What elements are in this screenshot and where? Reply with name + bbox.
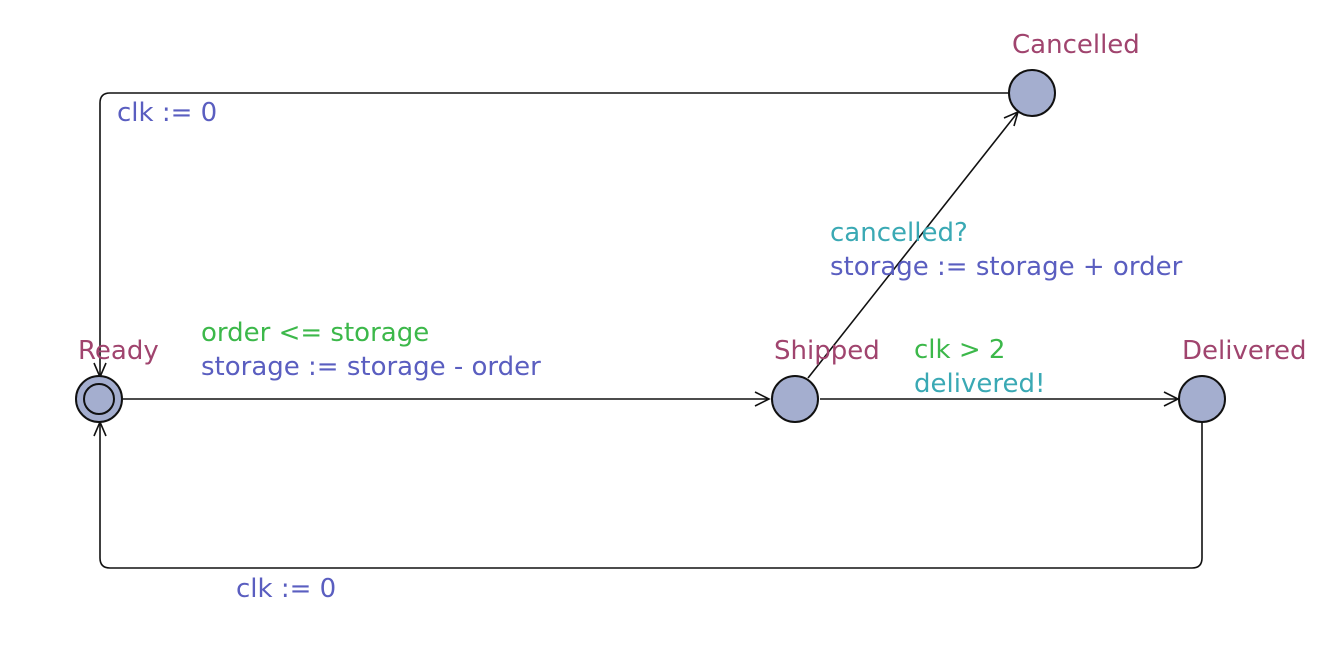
update-label-delivered-ready: clk := 0 <box>236 574 336 604</box>
location-ready[interactable] <box>75 375 123 423</box>
location-cancelled[interactable] <box>1008 69 1056 117</box>
sync-label-shipped-delivered: delivered! <box>914 369 1045 399</box>
location-name-cancelled: Cancelled <box>1012 30 1140 60</box>
update-label-shipped-cancelled: storage := storage + order <box>830 252 1183 282</box>
location-name-shipped: Shipped <box>774 336 880 366</box>
edge-cancelled-to-ready[interactable] <box>99 92 1009 376</box>
edge-shipped-to-cancelled[interactable] <box>807 111 1019 379</box>
guard-label-shipped-delivered: clk > 2 <box>914 335 1005 365</box>
arrowhead-shipped <box>754 391 771 407</box>
location-delivered[interactable] <box>1178 375 1226 423</box>
initial-marker <box>83 383 115 415</box>
location-name-delivered: Delivered <box>1182 336 1306 366</box>
update-label-cancelled-ready: clk := 0 <box>117 98 217 128</box>
guard-label-ready-shipped: order <= storage <box>201 318 429 348</box>
sync-label-shipped-cancelled: cancelled? <box>830 218 968 248</box>
location-name-ready: Ready <box>78 336 159 366</box>
edge-delivered-to-ready[interactable] <box>99 422 1203 569</box>
location-shipped[interactable] <box>771 375 819 423</box>
update-label-ready-shipped: storage := storage - order <box>201 352 541 382</box>
